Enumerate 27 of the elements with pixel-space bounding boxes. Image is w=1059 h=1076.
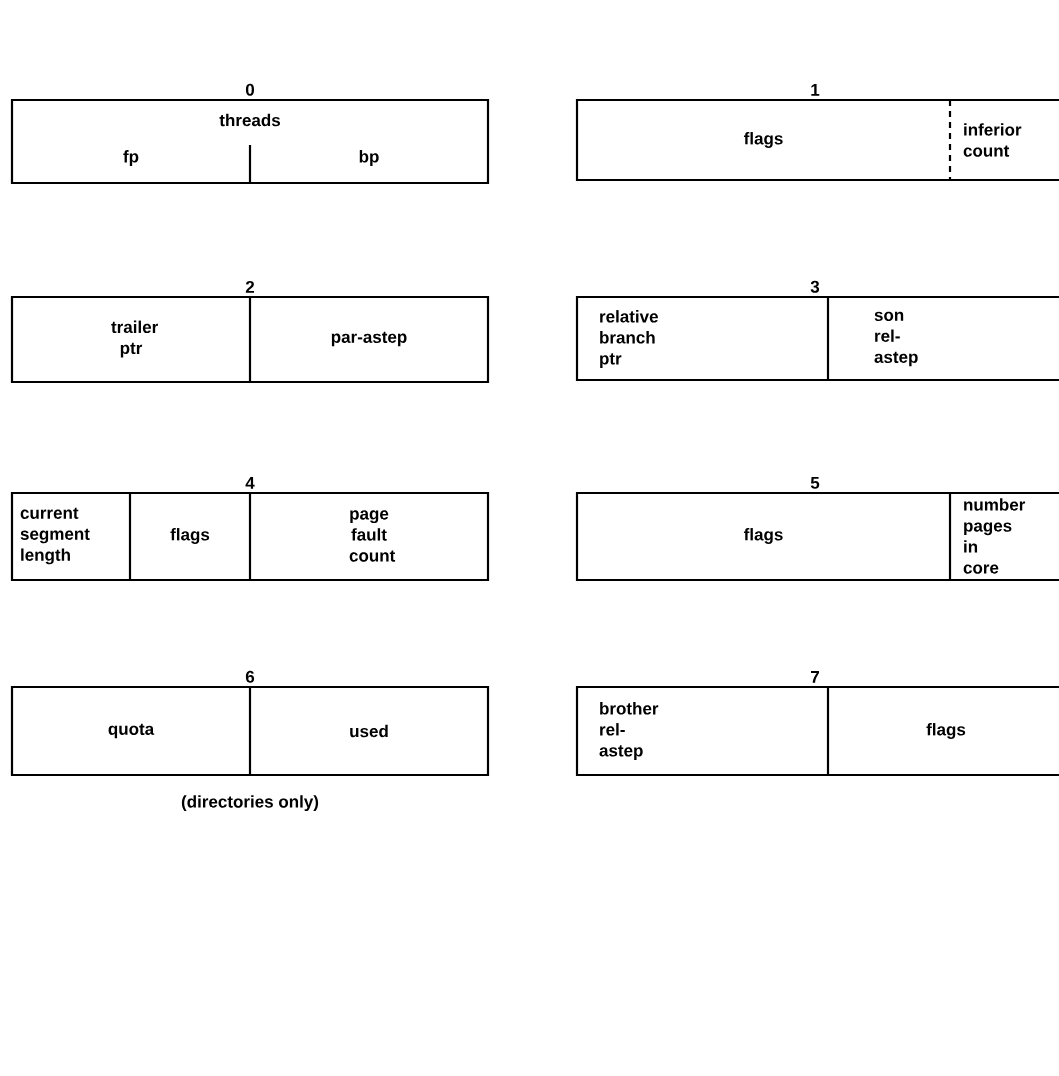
field-label: flags — [743, 528, 783, 544]
word-number: 4 — [245, 477, 255, 489]
word-number: 1 — [811, 84, 820, 96]
field-label: par-astep — [331, 331, 407, 347]
word-number: 5 — [810, 476, 820, 489]
word-number: 2 — [245, 280, 255, 293]
word-number: 7 — [811, 671, 819, 683]
field-label: used — [350, 724, 388, 738]
field-label: bp — [359, 150, 379, 166]
field-label: fp — [123, 150, 139, 166]
field-label: flags — [926, 723, 966, 739]
field-label: current segment length — [20, 507, 90, 565]
field-label: flags — [743, 132, 783, 148]
field-label: inferior count — [963, 123, 1022, 157]
field-label: flags — [170, 528, 210, 544]
field-label: relative branch ptr — [600, 310, 658, 368]
field-label: threads — [219, 113, 280, 127]
field-label: trailer ptr — [111, 320, 158, 358]
field-label: brother rel-astep — [599, 702, 659, 760]
field-label: quota — [108, 723, 155, 739]
field-label: son rel-astep — [874, 311, 918, 367]
field-label: number pages in core — [963, 498, 1026, 574]
caption-text: (directories only) — [181, 795, 319, 812]
word-number: 0 — [245, 83, 254, 96]
word-number: 3 — [810, 280, 820, 293]
field-label: page fault count — [349, 510, 396, 562]
word-number: 6 — [245, 670, 255, 683]
